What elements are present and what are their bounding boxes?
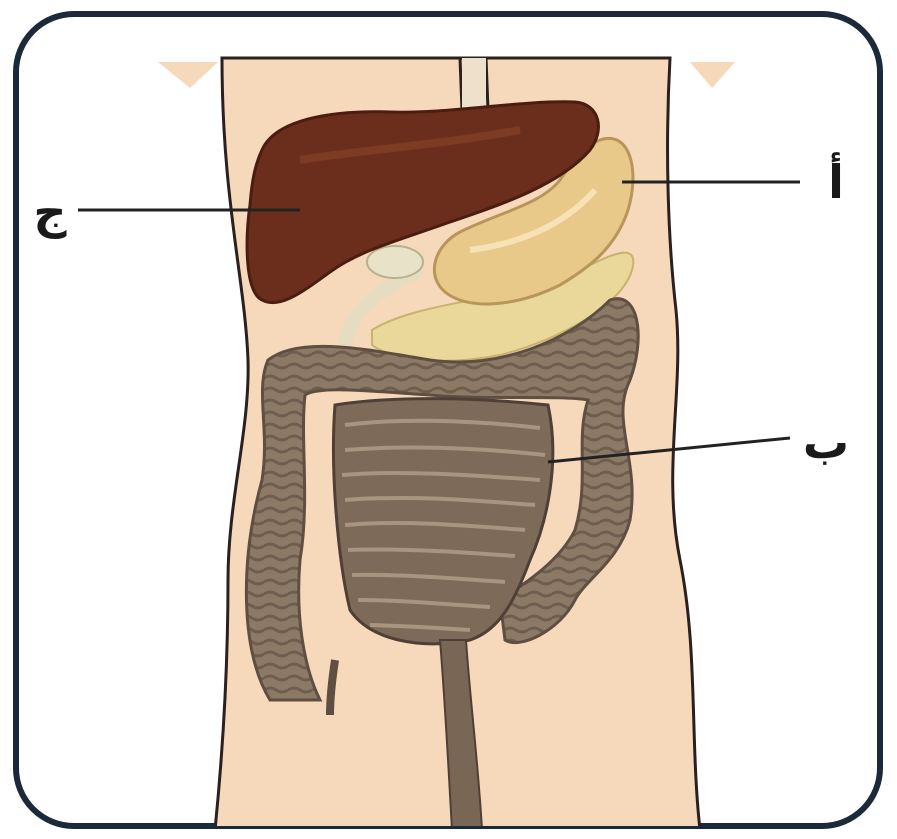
gallbladder (367, 246, 423, 278)
label-a: أ (828, 152, 844, 209)
label-b: ب (803, 415, 849, 469)
label-c: ج (33, 185, 67, 239)
